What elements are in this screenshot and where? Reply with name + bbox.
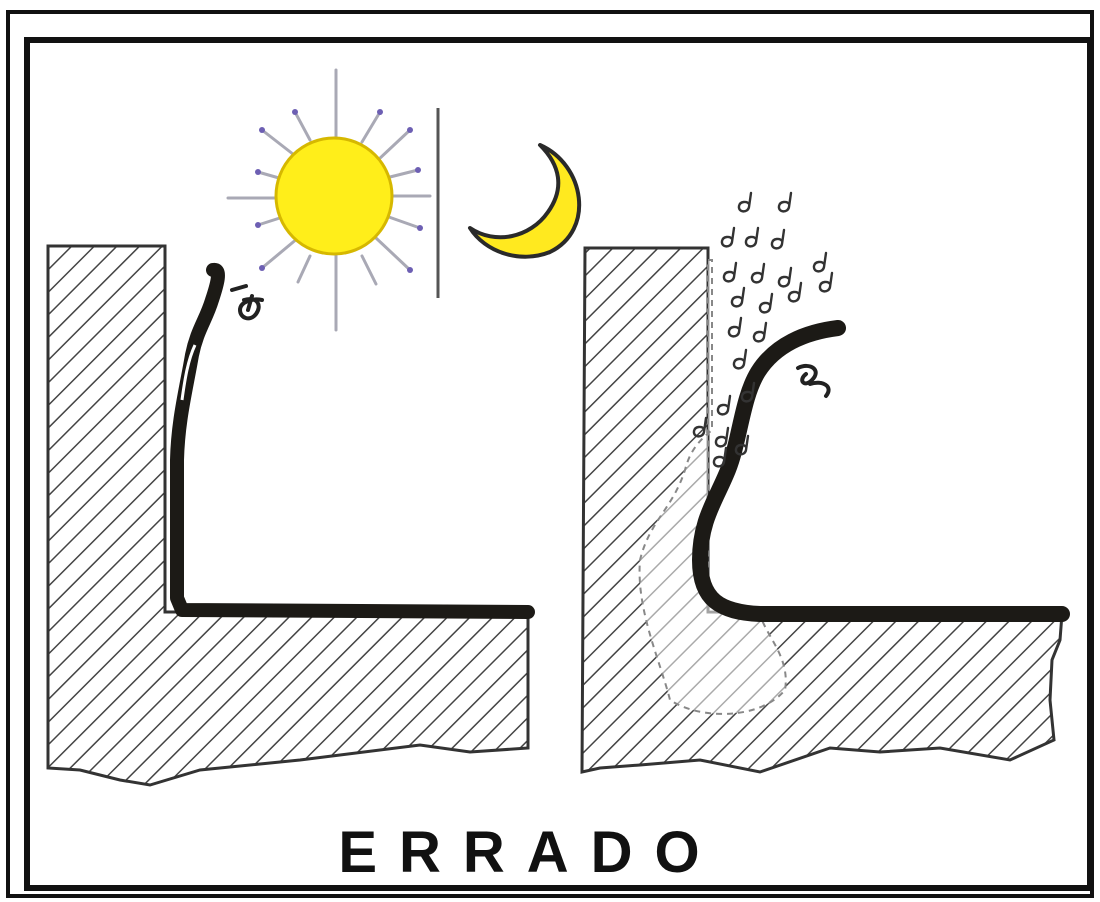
rain-drop-6 — [750, 262, 766, 284]
rain-drop-20 — [692, 416, 708, 438]
rain-drop-11 — [787, 281, 803, 303]
rain-drop-5 — [722, 261, 738, 283]
rain-drop-18 — [712, 446, 728, 468]
left-membrane — [170, 262, 535, 619]
rain-drop-15 — [732, 348, 748, 370]
rain-drop-8 — [812, 251, 828, 273]
rain-drop-1 — [777, 191, 793, 213]
right-membrane — [692, 320, 1070, 622]
rain-drop-3 — [744, 226, 760, 248]
moon-icon — [468, 143, 582, 259]
rain-drop-19 — [734, 434, 750, 456]
rain-drop-0 — [737, 191, 753, 213]
sun-ray-tips — [255, 109, 423, 273]
rain-drop-9 — [730, 286, 746, 308]
rain-drop-4 — [770, 228, 786, 250]
rain-drop-21 — [714, 426, 730, 448]
water-infiltration-zone — [638, 259, 787, 715]
left-detail — [46, 244, 535, 787]
inner-frame — [24, 37, 1093, 891]
sun-icon — [226, 68, 432, 332]
rain-drops-icon — [692, 191, 834, 468]
right-detail — [580, 246, 1070, 774]
rain-drop-2 — [720, 226, 736, 248]
left-membrane-crack — [180, 344, 197, 401]
caption: ERRADO — [338, 820, 721, 885]
rain-drop-14 — [752, 321, 768, 343]
sun-disc — [274, 136, 394, 256]
peel-mark-icon — [796, 363, 831, 398]
peel-mark-icon — [230, 284, 264, 321]
rain-drop-16 — [716, 394, 732, 416]
rain-drop-12 — [818, 271, 834, 293]
rain-drop-10 — [758, 292, 774, 314]
rain-drop-17 — [740, 381, 756, 403]
left-wall-section — [46, 244, 530, 787]
rain-drop-7 — [777, 266, 793, 288]
rain-drop-13 — [727, 316, 743, 338]
